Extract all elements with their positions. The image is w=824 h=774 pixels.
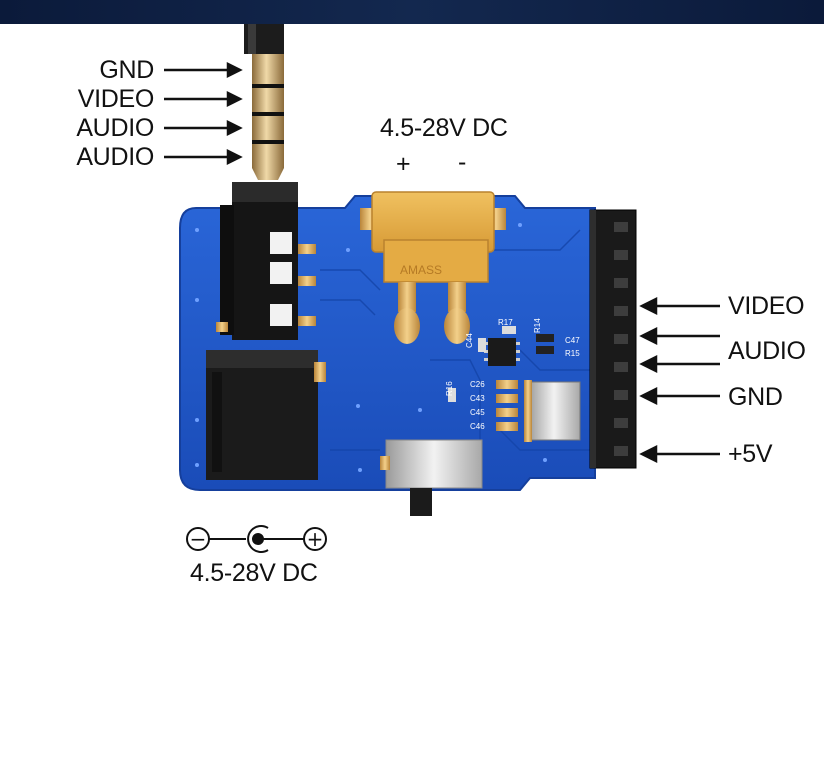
- xt-minus-label: -: [458, 148, 467, 176]
- regulator-ic: [484, 338, 520, 366]
- pin-header: [589, 209, 637, 469]
- svg-text:C26: C26: [470, 380, 485, 389]
- plug-label-video: VIDEO: [77, 85, 155, 113]
- inductor: [524, 380, 581, 442]
- slide-switch: [380, 439, 483, 516]
- xt-power-connector: AMASS: [360, 191, 506, 344]
- xt-voltage-label: 4.5-28V DC: [380, 114, 508, 142]
- header-arrows: [639, 296, 720, 464]
- svg-text:C45: C45: [470, 408, 485, 417]
- svg-text:C46: C46: [470, 422, 485, 431]
- dc-barrel-jack: [206, 350, 326, 480]
- plug-arrows: [164, 61, 243, 166]
- plug-label-audio-2: AUDIO: [76, 143, 154, 171]
- barrel-polarity-symbol: [186, 525, 327, 553]
- plug-label-gnd: GND: [99, 56, 154, 84]
- barrel-minus-symbol: −: [190, 527, 207, 551]
- xt-plus-label: +: [396, 150, 411, 178]
- smd-components: [448, 326, 554, 431]
- svg-text:R16: R16: [445, 381, 454, 396]
- svg-text:C44: C44: [465, 333, 474, 348]
- silkscreen-labels: R17 C44 R14 C47 R15 R16 C26 C43 C45 C46: [445, 318, 580, 431]
- barrel-plus-symbol: +: [307, 527, 324, 551]
- barrel-voltage-label: 4.5-28V DC: [190, 559, 318, 587]
- svg-text:AMASS: AMASS: [400, 263, 442, 277]
- top-banner-strip: [0, 0, 824, 24]
- header-label-audio: AUDIO: [728, 337, 806, 365]
- trrs-plug: [244, 24, 284, 180]
- audio-jack-socket: [216, 182, 316, 340]
- svg-text:R15: R15: [565, 349, 580, 358]
- svg-text:C47: C47: [565, 336, 580, 345]
- svg-text:C43: C43: [470, 394, 485, 403]
- header-label-gnd: GND: [728, 383, 783, 411]
- svg-text:R17: R17: [498, 318, 513, 327]
- svg-text:R14: R14: [533, 318, 542, 333]
- plug-label-audio-1: AUDIO: [76, 114, 154, 142]
- header-label-video: VIDEO: [728, 292, 805, 320]
- header-label-5v: +5V: [728, 440, 773, 468]
- pcb-vias: [195, 223, 547, 472]
- pcb-traces: [320, 229, 590, 451]
